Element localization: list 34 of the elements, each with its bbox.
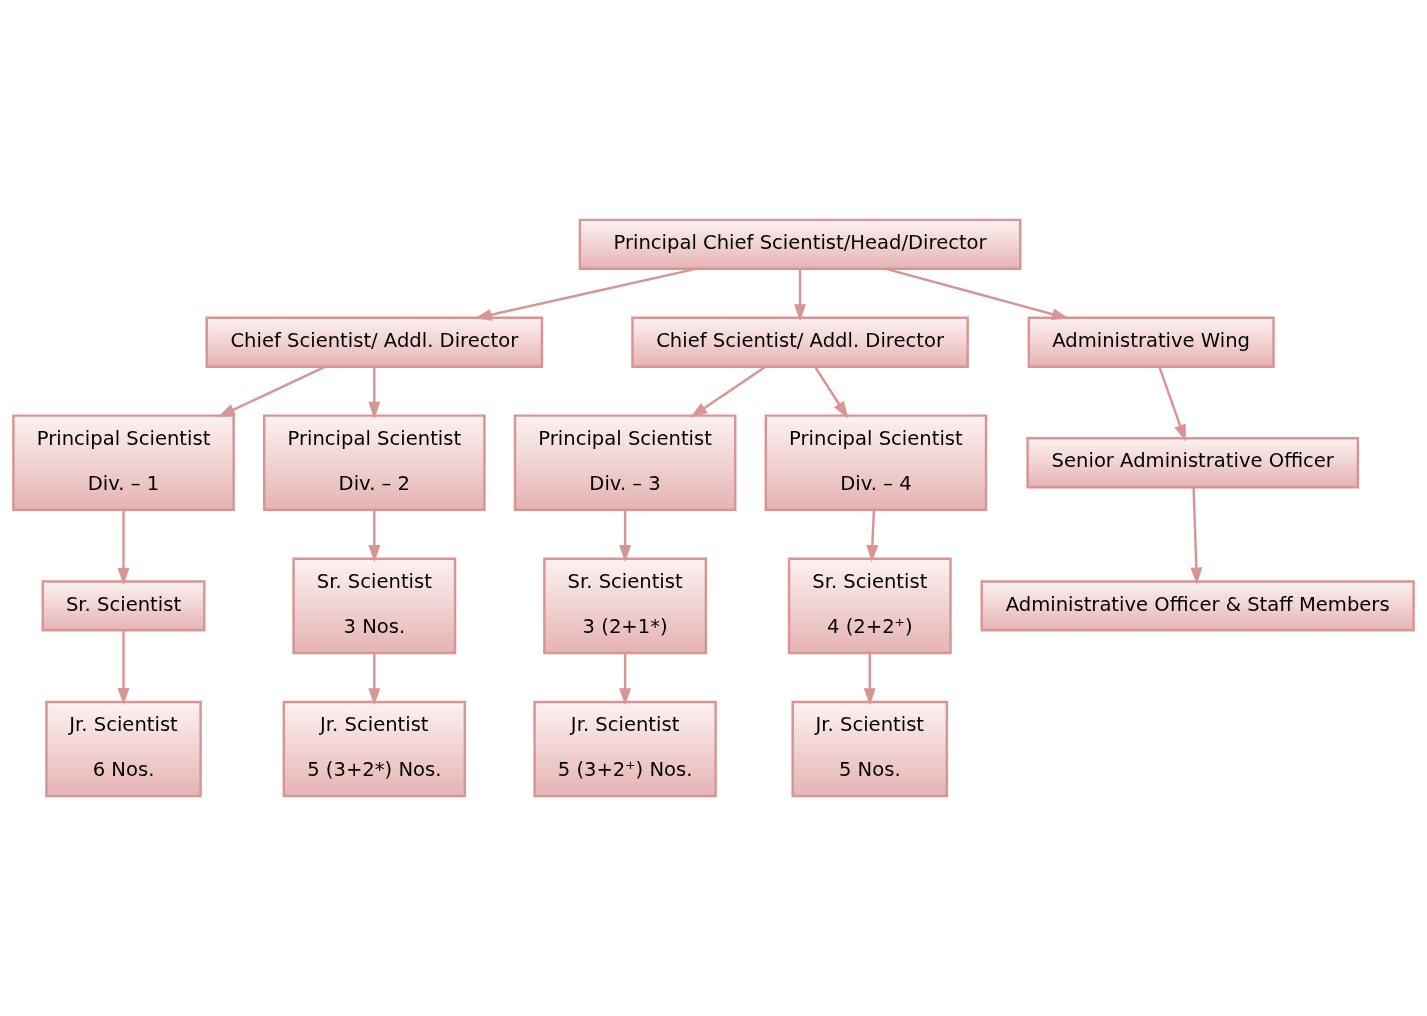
node-box: Sr. Scientist 3 (2+1*) [543,557,708,655]
arrow [1190,487,1203,585]
node-box: Jr. Scientist 5 Nos. [791,700,949,798]
arrow [690,365,767,418]
arrow [1158,366,1186,442]
arrow [619,510,632,563]
arrow [368,653,381,706]
arrow [794,269,807,322]
arrow [368,510,381,563]
arrow [863,653,876,706]
arrow [619,653,632,706]
node-box: Chief Scientist/ Addl. Director [205,316,544,368]
node-box: Jr. Scientist 5 (3+2*) Nos. [282,700,467,798]
arrow [814,366,849,419]
arrow [368,366,381,419]
node-box: Sr. Scientist [41,580,206,632]
node-box: Chief Scientist/ Addl. Director [631,316,969,368]
node-box: Senior Administrative Officer [1026,437,1360,489]
node-box: Principal Scientist Div. – 1 [12,414,235,512]
node-box: Jr. Scientist 5 (3+2⁺) Nos. [533,700,717,798]
node-box: Principal Chief Scientist/Head/Director [578,218,1022,271]
node-box: Sr. Scientist 4 (2+2⁺) [787,557,952,655]
arrow [217,365,326,418]
node-box: Principal Scientist Div. – 2 [263,414,486,512]
node-box: Principal Scientist Div. – 3 [513,414,737,512]
arrow [474,267,697,321]
node-box: Administrative Officer & Staff Members [980,580,1415,632]
node-box: Principal Scientist Div. – 4 [764,414,988,512]
node-box: Administrative Wing [1027,316,1275,368]
arrow [866,509,879,563]
node-box: Sr. Scientist 3 Nos. [292,557,457,655]
node-box: Jr. Scientist 6 Nos. [45,700,202,798]
arrow [117,630,130,706]
arrow [117,510,130,586]
